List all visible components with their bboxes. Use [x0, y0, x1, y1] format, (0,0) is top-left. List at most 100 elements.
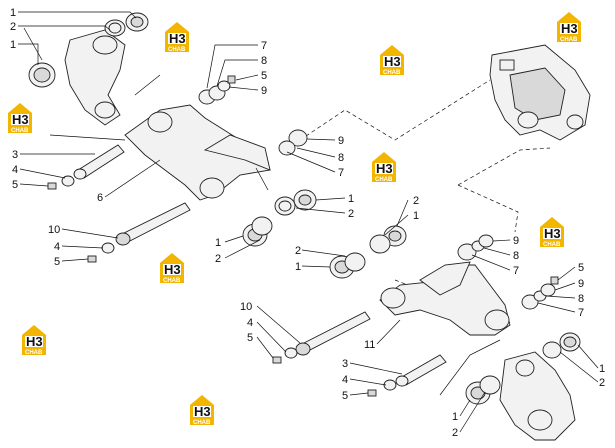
logo-watermark: H3 CHAB [372, 152, 396, 183]
svg-text:CHAB: CHAB [543, 242, 561, 248]
callout-number: 3 [12, 149, 18, 161]
washer-part [101, 242, 115, 254]
svg-text:CHAB: CHAB [168, 47, 186, 53]
callout-number: 9 [513, 235, 519, 247]
callout-number: 10 [48, 224, 60, 236]
callouts-lower-left: 10 4 5 11 [240, 301, 375, 351]
bushing-part [288, 129, 308, 147]
svg-text:CHAB: CHAB [383, 70, 401, 76]
svg-text:CHAB: CHAB [163, 278, 181, 284]
callout-number: 8 [338, 152, 344, 164]
bushing-part [278, 140, 296, 156]
assembly-dash-line [457, 184, 519, 233]
callout-number: 8 [513, 250, 519, 262]
bearing-part [125, 12, 149, 32]
logo-watermark: H3 CHAB [190, 395, 214, 426]
callout-number: 5 [261, 70, 267, 82]
seal-ring-part [274, 196, 296, 216]
callout-number: 11 [364, 339, 375, 351]
washer-part [61, 175, 75, 187]
callout-number: 1 [10, 39, 16, 51]
callout-number: 3 [342, 358, 348, 370]
pin-part [395, 354, 447, 387]
callouts-top-center: 7 8 5 9 [261, 40, 267, 97]
callout-number: 1 [295, 261, 301, 273]
callout-number: 5 [54, 256, 60, 268]
callout-number: 7 [578, 307, 584, 319]
callout-number: 7 [261, 40, 267, 52]
steering-knuckle-top [64, 29, 126, 126]
bolt-part [550, 276, 559, 285]
callout-number: 1 [215, 237, 221, 249]
bolt-part [87, 255, 97, 263]
callouts-mid-right-upper: 9 8 7 1 2 [338, 135, 354, 220]
bearing-part [293, 189, 317, 211]
bolt-part [367, 389, 377, 397]
callout-number: 4 [12, 164, 18, 176]
svg-text:H3: H3 [544, 226, 561, 241]
callouts-right-mid: 9 8 7 5 9 8 7 [513, 235, 584, 319]
callout-number: 7 [338, 167, 344, 179]
svg-text:CHAB: CHAB [193, 420, 211, 426]
callout-number: 5 [342, 390, 348, 402]
callout-number: 4 [54, 241, 60, 253]
logo-watermark: H3 CHAB [380, 45, 404, 76]
callout-number: 8 [578, 293, 584, 305]
svg-text:H3: H3 [384, 54, 401, 69]
callout-number: 5 [578, 262, 584, 274]
assembly-dash-line [299, 79, 491, 141]
logo-watermark: H3 CHAB [22, 325, 46, 356]
seal-ring-part [369, 234, 391, 254]
upper-control-arm [124, 104, 271, 201]
logo-watermark: H3 CHAB [8, 103, 32, 134]
washer-part [217, 80, 231, 92]
bolt-part [227, 75, 236, 84]
svg-text:H3: H3 [169, 31, 186, 46]
callout-number: 2 [10, 21, 16, 33]
seal-ring-part [104, 19, 126, 37]
washer-part [284, 347, 298, 359]
callout-number: 2 [215, 253, 221, 265]
logo-watermark: H3 CHAB [160, 253, 184, 284]
assembly-dash-line [457, 147, 551, 186]
logo-watermark: H3 CHAB [540, 217, 564, 248]
svg-text:H3: H3 [26, 334, 43, 349]
callout-number: 1 [348, 193, 354, 205]
svg-text:H3: H3 [194, 404, 211, 419]
leader-lines [18, 11, 599, 433]
callouts-left-top: 1 2 1 [10, 7, 16, 51]
callouts-center: 2 1 2 1 [295, 195, 419, 273]
callout-number: 9 [338, 135, 344, 147]
steering-knuckle-bottom [499, 351, 576, 441]
callout-number: 2 [348, 208, 354, 220]
callouts-bottom: 3 4 5 1 2 1 2 [342, 358, 605, 439]
svg-text:H3: H3 [376, 161, 393, 176]
callout-number: 1 [10, 7, 16, 19]
callout-number: 1 [599, 363, 605, 375]
seal-ring-part [251, 216, 273, 236]
bushing-part [521, 294, 539, 310]
bushing-part [457, 243, 477, 261]
svg-text:CHAB: CHAB [25, 350, 43, 356]
svg-text:H3: H3 [12, 112, 29, 127]
seal-ring-part [542, 341, 562, 359]
callout-number: 9 [261, 85, 267, 97]
callout-number: 2 [295, 245, 301, 257]
bolt-part [272, 356, 282, 364]
callout-number: 4 [342, 374, 348, 386]
callouts-center-lower-left: 1 2 [215, 237, 221, 265]
callout-number: 10 [240, 301, 252, 313]
callout-number: 6 [97, 192, 103, 204]
svg-text:H3: H3 [164, 262, 181, 277]
seal-ring-part [344, 252, 366, 272]
bearing-part [28, 62, 56, 88]
bearing-part [559, 332, 581, 352]
svg-text:CHAB: CHAB [560, 37, 578, 43]
logo-watermark: H3 CHAB [165, 22, 189, 53]
pin-part [295, 311, 371, 356]
lower-control-arm [379, 261, 511, 336]
callout-number: 5 [247, 332, 253, 344]
callout-number: 1 [413, 210, 419, 222]
callout-number: 2 [413, 195, 419, 207]
